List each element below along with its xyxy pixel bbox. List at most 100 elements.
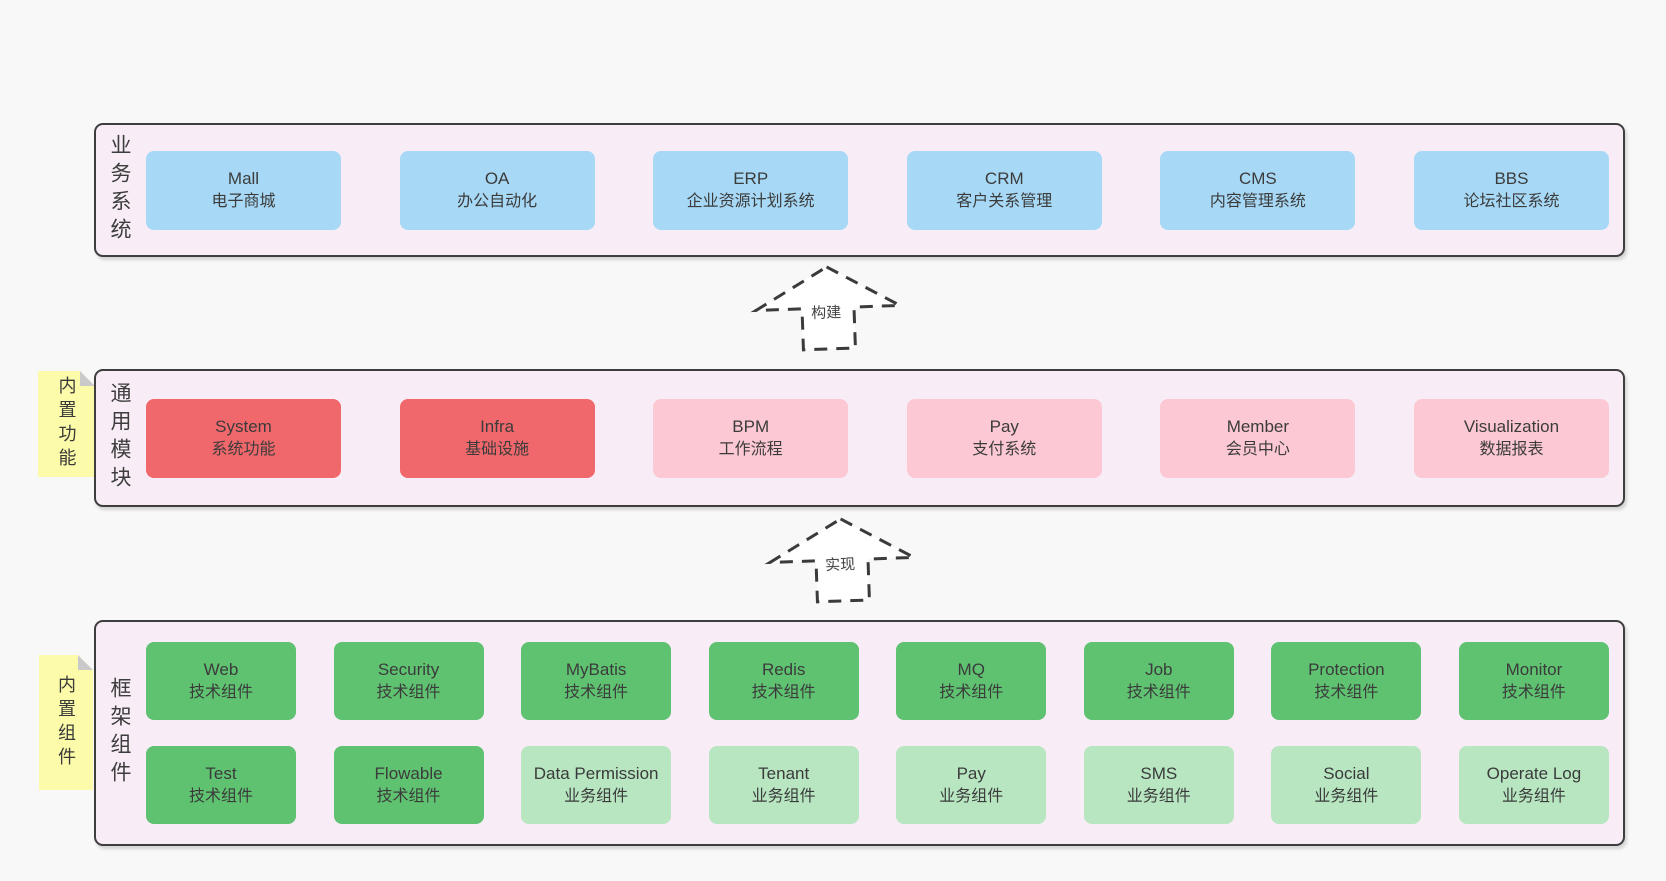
box-title: Member — [1226, 417, 1290, 437]
box-title: Infra — [480, 417, 515, 437]
box-subtitle: 业务组件 — [1314, 787, 1379, 805]
band-boxes: Mall 电子商城 OA 办公自动化 ERP 企业资源计划系统 CRM 客户关系… — [142, 125, 1623, 255]
box-subtitle: 电子商城 — [211, 192, 276, 210]
sticky-note-built-in-features: 内置功能 — [38, 371, 95, 477]
band-framework-components: 框架组件 Web 技术组件 Security 技术组件 MyBatis 技术组件… — [94, 620, 1625, 846]
box-bbs: BBS 论坛社区系统 — [1413, 150, 1609, 230]
box-title: ERP — [733, 169, 769, 189]
box-title: Job — [1145, 660, 1173, 680]
sticky-note-built-in-components: 内置组件 — [39, 655, 93, 790]
box-subtitle: 支付系统 — [972, 440, 1037, 458]
arrow-label: 构建 — [807, 300, 845, 324]
box-subtitle: 技术组件 — [376, 787, 441, 805]
box-mq: MQ 技术组件 — [896, 642, 1047, 720]
box-web: Web 技术组件 — [146, 642, 296, 720]
box-title: Pay — [956, 764, 986, 784]
box-title: Social — [1323, 764, 1370, 784]
box-subtitle: 技术组件 — [1126, 683, 1191, 701]
box-mybatis: MyBatis 技术组件 — [521, 642, 672, 720]
box-title: Security — [377, 660, 440, 680]
sticky-label: 内置功能 — [56, 376, 77, 472]
box-mall: Mall 电子商城 — [146, 150, 341, 230]
box-subtitle: 业务组件 — [1126, 787, 1191, 805]
box-title: MyBatis — [565, 660, 627, 680]
band-label: 通用模块 — [108, 382, 131, 494]
box-security: Security 技术组件 — [333, 642, 484, 720]
box-title: CRM — [984, 169, 1024, 189]
box-protection: Protection 技术组件 — [1271, 642, 1422, 720]
box-title: Protection — [1308, 660, 1385, 680]
box-visualization: Visualization 数据报表 — [1413, 398, 1609, 478]
box-title: MQ — [957, 660, 985, 680]
box-title: Pay — [989, 417, 1019, 437]
box-cms: CMS 内容管理系统 — [1160, 150, 1356, 230]
box-title: Flowable — [374, 764, 443, 784]
box-oa: OA 办公自动化 — [399, 150, 595, 230]
box-erp: ERP 企业资源计划系统 — [653, 150, 849, 230]
box-operate-log: Operate Log 业务组件 — [1458, 746, 1609, 824]
box-subtitle: 技术组件 — [376, 683, 441, 701]
box-subtitle: 技术组件 — [939, 683, 1004, 701]
box-title: BBS — [1494, 169, 1529, 189]
box-flowable: Flowable 技术组件 — [333, 746, 484, 824]
box-tenant: Tenant 业务组件 — [708, 746, 859, 824]
box-infra: Infra 基础设施 — [399, 398, 595, 478]
box-title: Visualization — [1463, 417, 1560, 437]
box-bpm: BPM 工作流程 — [653, 398, 849, 478]
component-row-1: Web 技术组件 Security 技术组件 MyBatis 技术组件 Redi… — [146, 642, 1609, 720]
box-title: System — [215, 417, 272, 437]
band-label: 业务系统 — [108, 134, 131, 246]
box-pay-component: Pay 业务组件 — [896, 746, 1047, 824]
box-subtitle: 办公自动化 — [457, 192, 538, 210]
box-title: Web — [203, 660, 239, 680]
band-common-modules: 通用模块 System 系统功能 Infra 基础设施 BPM 工作流程 Pay… — [94, 369, 1625, 507]
box-data-permission: Data Permission 业务组件 — [521, 746, 672, 824]
box-system: System 系统功能 — [146, 398, 341, 478]
box-title: OA — [484, 169, 510, 189]
box-subtitle: 企业资源计划系统 — [686, 192, 815, 210]
box-subtitle: 论坛社区系统 — [1463, 192, 1560, 210]
box-title: Operate Log — [1486, 764, 1582, 784]
arrow-label: 实现 — [821, 552, 859, 576]
box-title: SMS — [1140, 764, 1178, 784]
box-monitor: Monitor 技术组件 — [1458, 642, 1609, 720]
box-subtitle: 数据报表 — [1479, 440, 1544, 458]
box-redis: Redis 技术组件 — [708, 642, 859, 720]
box-member: Member 会员中心 — [1160, 398, 1356, 478]
box-title: Tenant — [758, 764, 810, 784]
box-subtitle: 技术组件 — [1314, 683, 1379, 701]
box-subtitle: 系统功能 — [211, 440, 276, 458]
box-title: Data Permission — [533, 764, 659, 784]
box-subtitle: 内容管理系统 — [1209, 192, 1306, 210]
box-title: Test — [205, 764, 237, 784]
box-crm: CRM 客户关系管理 — [906, 150, 1102, 230]
box-subtitle: 业务组件 — [564, 787, 629, 805]
band-business-systems: 业务系统 Mall 电子商城 OA 办公自动化 ERP 企业资源计划系统 CRM… — [94, 123, 1625, 257]
band-boxes: System 系统功能 Infra 基础设施 BPM 工作流程 Pay 支付系统… — [142, 371, 1623, 505]
box-title: Monitor — [1505, 660, 1563, 680]
box-subtitle: 客户关系管理 — [956, 192, 1053, 210]
box-subtitle: 技术组件 — [1501, 683, 1566, 701]
box-subtitle: 业务组件 — [1501, 787, 1566, 805]
box-subtitle: 业务组件 — [751, 787, 816, 805]
box-sms: SMS 业务组件 — [1083, 746, 1234, 824]
box-subtitle: 业务组件 — [939, 787, 1004, 805]
band-rows: Web 技术组件 Security 技术组件 MyBatis 技术组件 Redi… — [142, 622, 1623, 844]
arrow-implement: 实现 — [759, 513, 922, 607]
box-subtitle: 基础设施 — [465, 440, 530, 458]
box-social: Social 业务组件 — [1271, 746, 1422, 824]
box-test: Test 技术组件 — [146, 746, 296, 824]
box-title: Mall — [227, 169, 260, 189]
component-row-2: Test 技术组件 Flowable 技术组件 Data Permission … — [146, 746, 1609, 824]
folded-corner-icon — [80, 371, 95, 386]
box-subtitle: 技术组件 — [188, 787, 253, 805]
box-subtitle: 技术组件 — [564, 683, 629, 701]
band-label: 框架组件 — [108, 677, 131, 789]
box-subtitle: 工作流程 — [718, 440, 783, 458]
arrow-build: 构建 — [745, 261, 908, 355]
box-pay-system: Pay 支付系统 — [906, 398, 1102, 478]
sticky-label: 内置组件 — [56, 674, 76, 771]
box-subtitle: 技术组件 — [751, 683, 816, 701]
box-title: BPM — [732, 417, 770, 437]
box-title: CMS — [1238, 169, 1277, 189]
